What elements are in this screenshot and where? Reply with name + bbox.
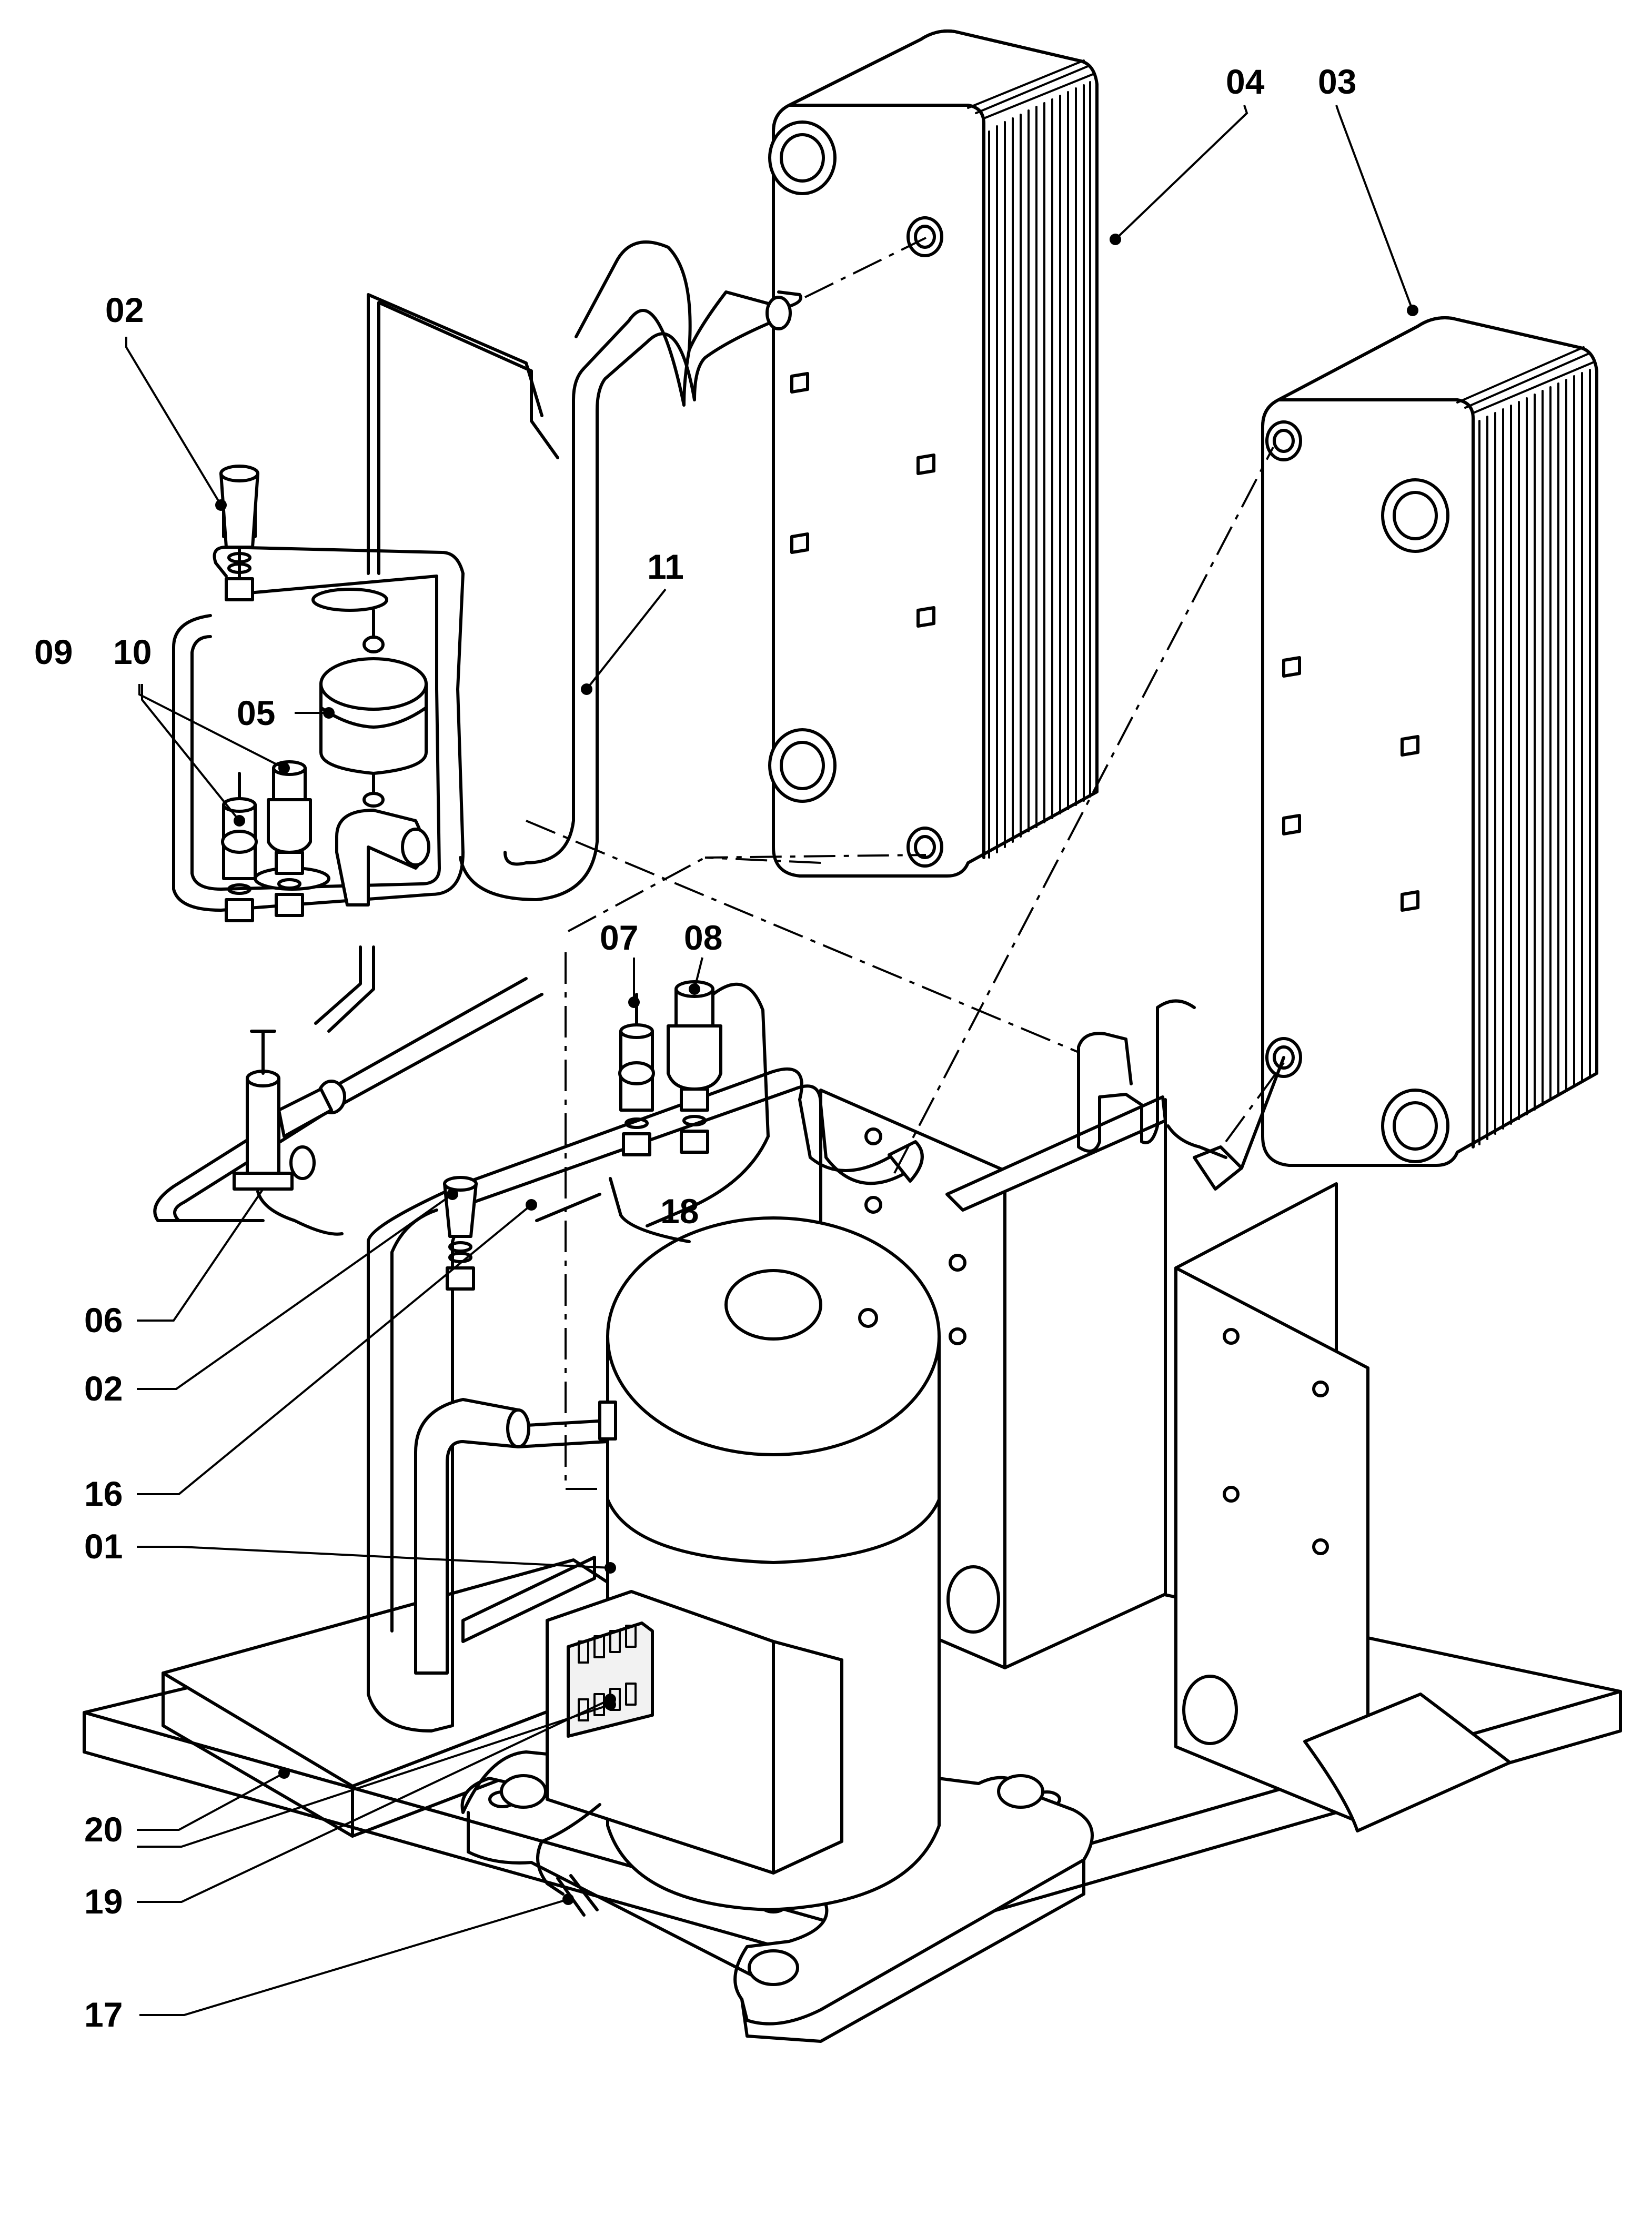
callout-09: 09 [34, 632, 73, 671]
callout-19: 19 [84, 1882, 123, 1921]
callout-06: 06 [84, 1301, 123, 1339]
callout-18: 18 [660, 1192, 699, 1231]
compressor [460, 1216, 1094, 2043]
callout-16: 16 [84, 1474, 123, 1513]
callout-01: 01 [84, 1527, 123, 1566]
callout-03: 03 [1318, 62, 1356, 101]
callout-08: 08 [684, 918, 722, 957]
heat-exchanger-front [1261, 316, 1598, 1167]
filter-drier [319, 609, 428, 808]
callout-02-lower: 02 [84, 1369, 123, 1408]
heat-exchanger-rear [768, 29, 1099, 878]
mounting-bracket-front [1174, 1182, 1512, 1832]
pressure-switch-09 [221, 772, 258, 922]
refrigerant-piping [153, 240, 1285, 1733]
callout-05: 05 [237, 693, 275, 732]
pressure-switch-07 [618, 993, 655, 1156]
access-valve-top [219, 465, 259, 601]
expansion-valve [233, 1030, 346, 1236]
callout-04: 04 [1226, 62, 1265, 101]
callout-leaders [125, 105, 1418, 2016]
callout-labels: 04 03 02 11 09 10 05 07 08 18 06 02 16 0… [34, 62, 1356, 2034]
callout-20: 20 [84, 1810, 123, 1849]
assembly-center-lines [526, 237, 1285, 1490]
pressure-switch-10 [267, 760, 312, 917]
callout-07: 07 [600, 918, 638, 957]
access-valve-lower [443, 1176, 478, 1291]
callout-11: 11 [647, 547, 684, 586]
pressure-switch-08 [646, 980, 770, 1227]
pipe-clip [535, 1193, 601, 1222]
callout-17: 17 [84, 1995, 123, 2034]
temperature-sensor [609, 1177, 691, 1243]
callout-10: 10 [113, 632, 152, 671]
callout-02-top: 02 [105, 290, 144, 329]
